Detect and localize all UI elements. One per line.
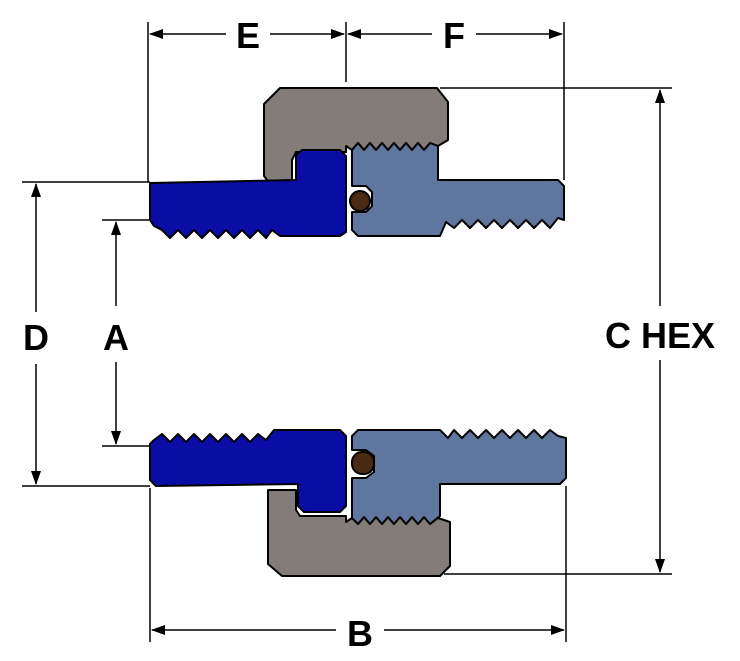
label-a: A: [103, 317, 129, 358]
label-f: F: [443, 15, 465, 56]
label-b: B: [347, 613, 373, 654]
blue-fitting-top: [149, 149, 347, 239]
o-ring-bottom: [351, 451, 375, 475]
label-e: E: [236, 15, 260, 56]
fitting-bottom-half: [149, 429, 567, 577]
dimension-labels: E F D A C HEX B: [23, 15, 715, 654]
steel-body-bottom: [351, 429, 567, 525]
blue-fitting-bottom: [149, 429, 347, 513]
dimension-lines: [22, 22, 672, 642]
o-ring-top: [349, 190, 371, 212]
label-c-hex: C HEX: [605, 315, 715, 356]
fitting-top-half: [149, 87, 565, 239]
label-d: D: [23, 317, 49, 358]
steel-body-top: [351, 142, 565, 237]
